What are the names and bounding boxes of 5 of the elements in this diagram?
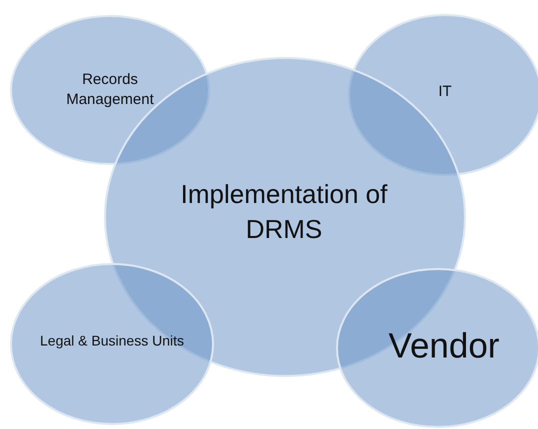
circle-label: Implementation of DRMS [180,178,388,246]
circle-label: Records Management [65,70,155,110]
circle-label: Legal & Business Units [39,332,185,350]
circle-label: IT [437,82,453,102]
circle-label: Vendor [388,325,500,368]
